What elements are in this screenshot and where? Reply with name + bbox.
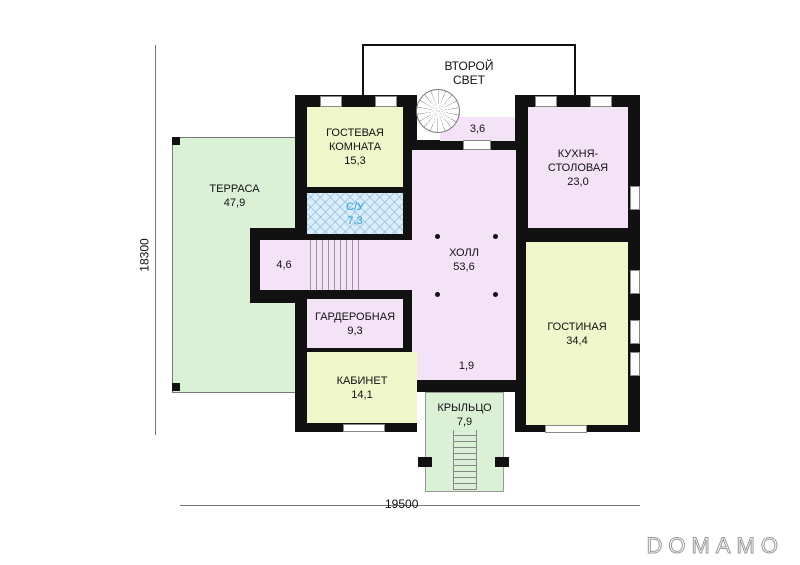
porch-label: КРЫЛЬЦО [437, 402, 492, 414]
room-living: ГОСТИНАЯ 34,4 [526, 242, 628, 425]
room-study: КАБИНЕТ 14,1 [307, 352, 417, 423]
kitchen-area: 23,0 [567, 175, 589, 188]
window [375, 96, 397, 107]
column [493, 292, 498, 297]
window [590, 96, 612, 107]
height-dimension-line [155, 45, 156, 435]
second-light-line2: СВЕТ [452, 73, 485, 87]
tambour-area: 1,9 [458, 360, 475, 372]
watermark: DOMAMO [646, 533, 784, 559]
guest-area: 15,3 [344, 155, 366, 167]
room-wardrobe: ГАРДЕРОБНАЯ 9,3 [307, 299, 403, 348]
window [320, 96, 342, 107]
room-guest: ГОСТЕВАЯ КОМНАТА 15,3 [307, 107, 403, 187]
height-dimension-label: 18300 [137, 238, 152, 272]
room-vestibule: 4,6 [260, 240, 308, 290]
room-tambour: 1,9 [448, 352, 485, 380]
terrace-area: 47,9 [223, 197, 246, 209]
living-area: 34,4 [566, 334, 588, 347]
terrace-column [172, 383, 180, 391]
width-dimension-line [180, 505, 640, 506]
kitchen-label-line2: СТОЛОВАЯ [547, 161, 609, 174]
room-kitchen: КУХНЯ- СТОЛОВАЯ 23,0 [528, 107, 628, 228]
terrace-column [172, 137, 180, 145]
porch-stairs [453, 430, 477, 490]
study-area: 14,1 [351, 388, 373, 401]
study-label: КАБИНЕТ [336, 374, 388, 387]
kitchen-label-line1: КУХНЯ- [557, 147, 599, 160]
hall-label: ХОЛЛ [449, 247, 479, 259]
porch-pillar [495, 457, 509, 467]
window [463, 140, 491, 150]
window [630, 270, 640, 294]
guest-label-line2: КОМНАТА [328, 141, 382, 153]
window [630, 320, 640, 344]
second-light-area [362, 44, 576, 98]
porch-pillar [418, 457, 432, 467]
window [343, 424, 385, 432]
stair-area [305, 240, 415, 290]
window [535, 96, 557, 107]
window [630, 352, 640, 376]
porch-area: 7,9 [456, 416, 473, 428]
window [630, 186, 640, 210]
living-label: ГОСТИНАЯ [547, 320, 607, 333]
spiral-staircase-icon [416, 89, 460, 133]
bathroom-area: 7,3 [347, 214, 363, 227]
second-light-label: ВТОРОЙ СВЕТ [362, 56, 576, 90]
wardrobe-area: 9,3 [347, 324, 363, 337]
column [435, 234, 440, 239]
width-dimension-label: 19500 [385, 497, 419, 511]
terrace-label: ТЕРРАСА [209, 183, 260, 195]
bathroom-label: С/У [346, 200, 364, 213]
room-bathroom: С/У 7,3 [307, 193, 403, 234]
hall-area: 53,6 [453, 261, 475, 273]
second-light-line1: ВТОРОЙ [444, 59, 494, 73]
room-hall: ХОЛЛ 53,6 [412, 150, 516, 380]
column [435, 292, 440, 297]
guest-label-line1: ГОСТЕВАЯ [326, 127, 384, 139]
column [493, 234, 498, 239]
vestibule-area: 4,6 [276, 259, 292, 271]
corridor-area: 3,6 [469, 123, 486, 135]
window [545, 425, 587, 433]
wardrobe-label: ГАРДЕРОБНАЯ [314, 310, 396, 323]
